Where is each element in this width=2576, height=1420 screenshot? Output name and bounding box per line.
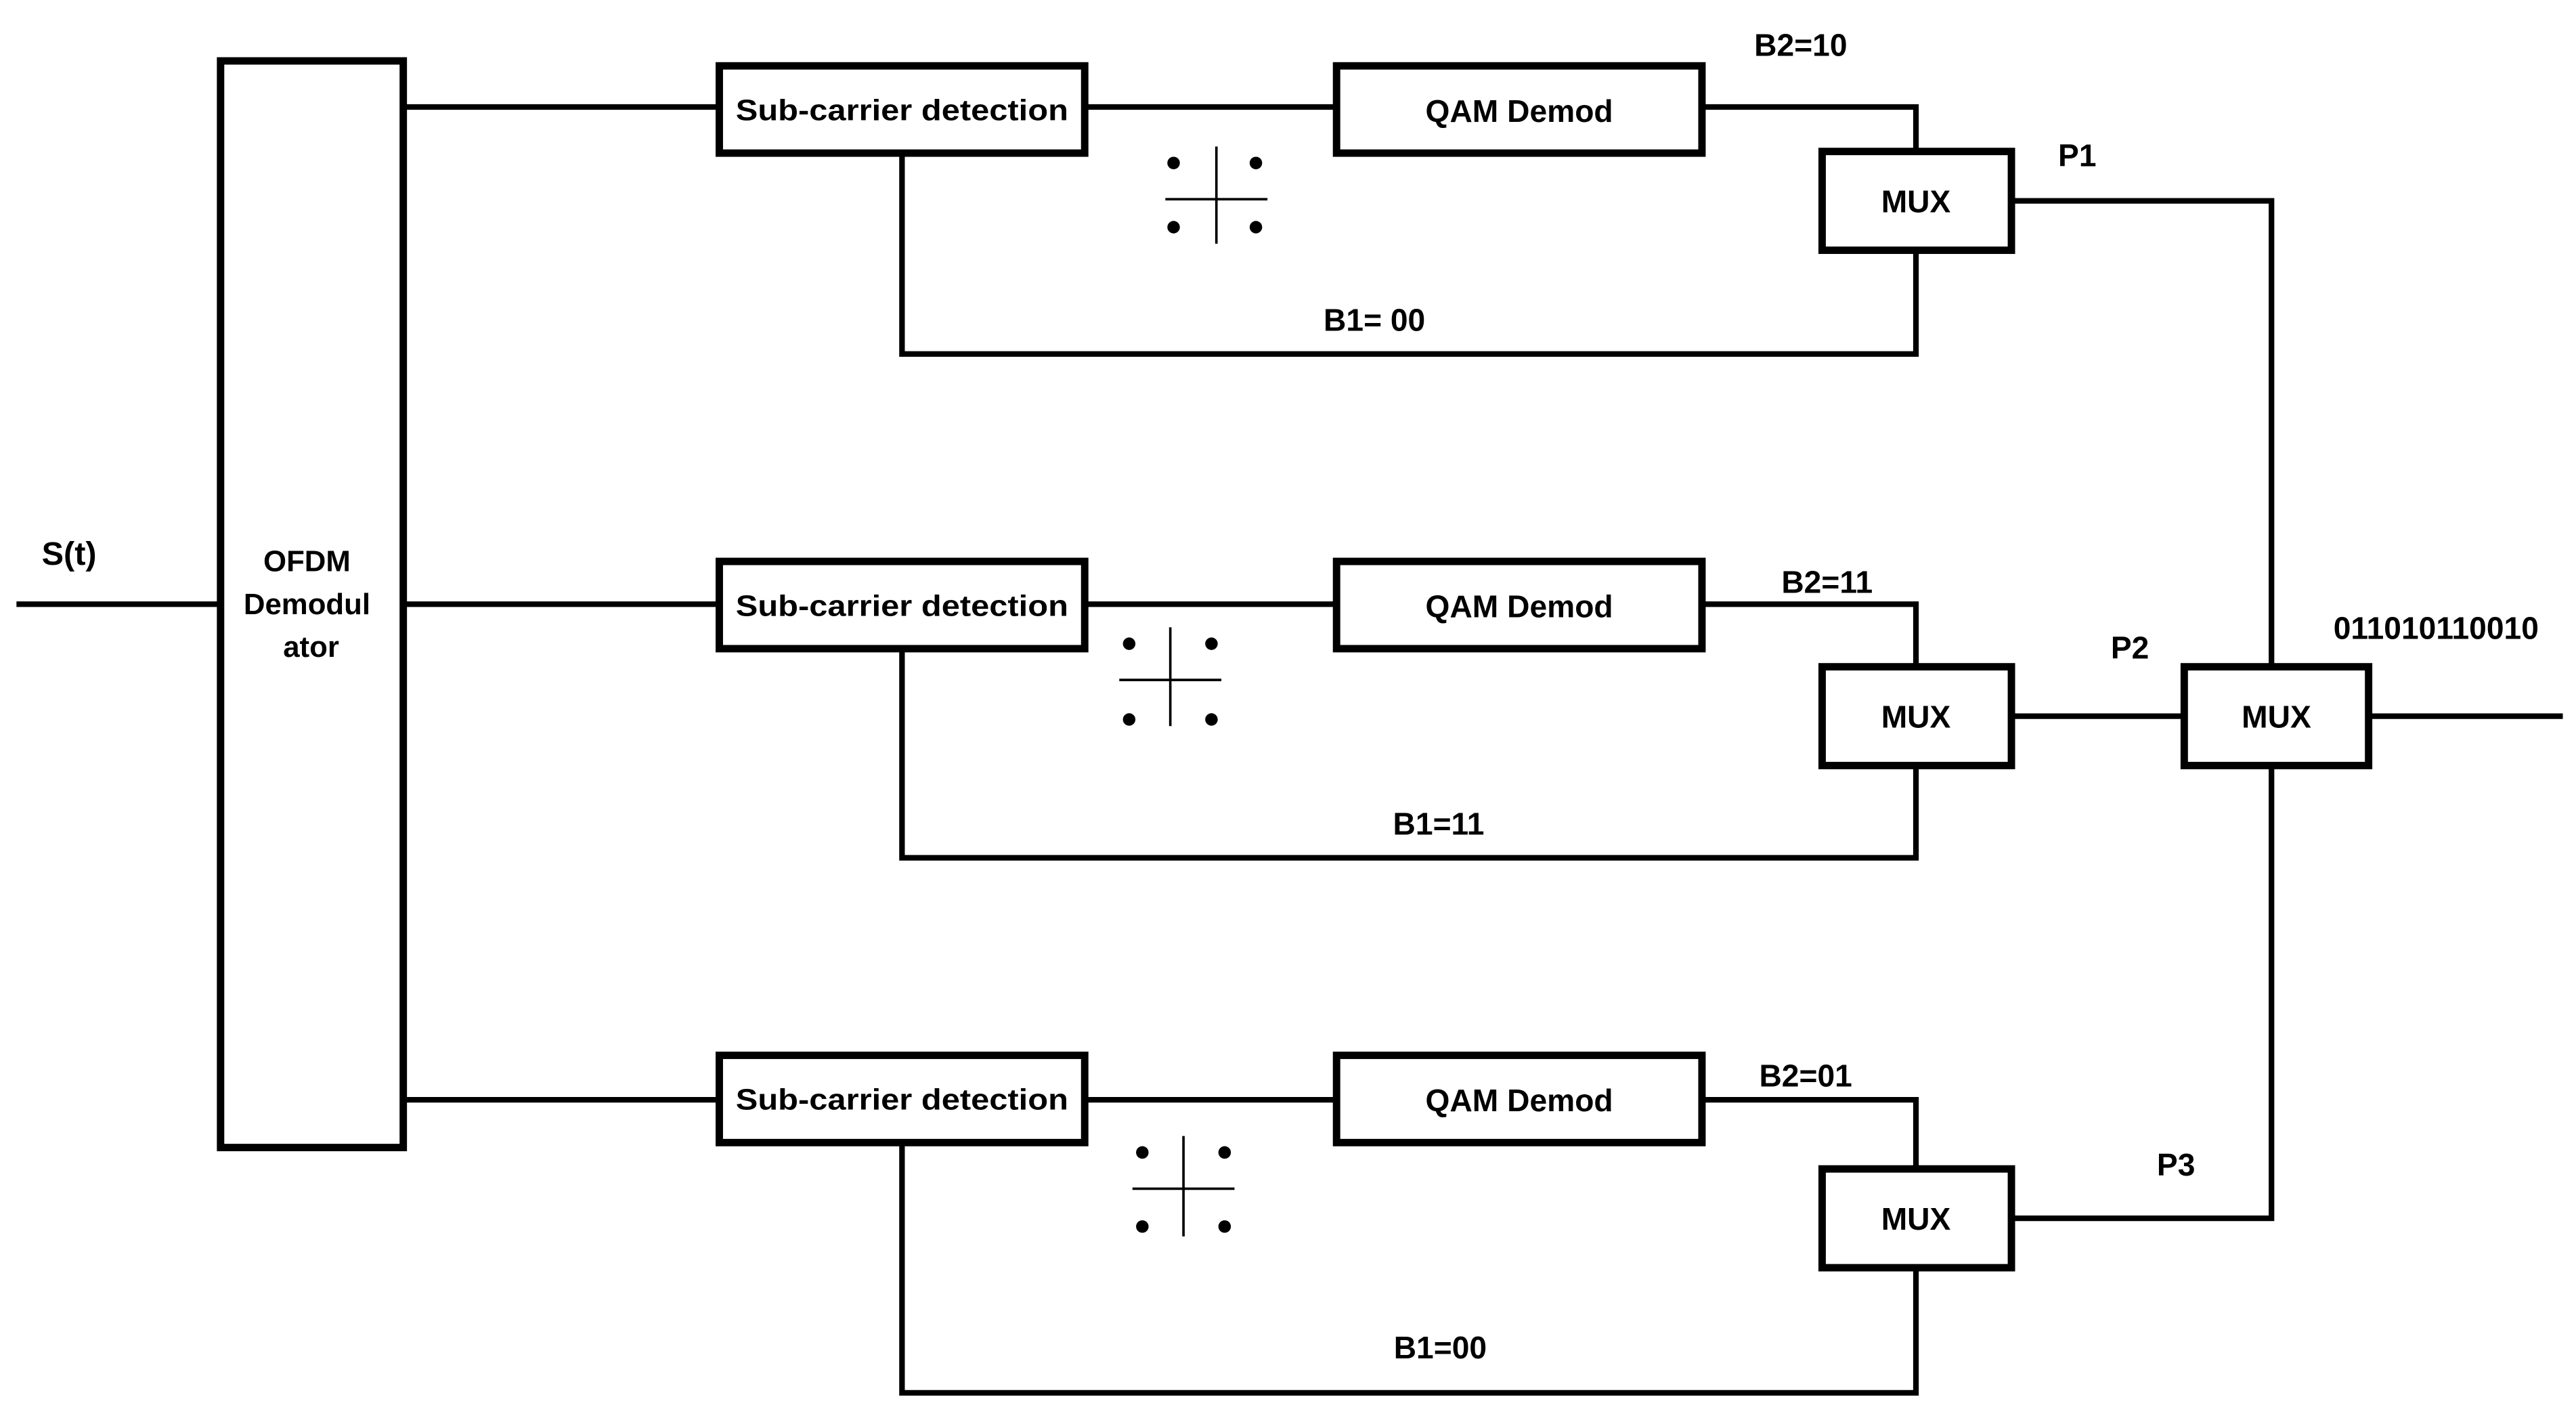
constellation-dot [1167,221,1180,234]
wire-qam-to-mux-3 [1701,1096,1919,1169]
branch-2: Sub-carrier detection QAM Demod B2=11 MU… [403,557,2185,861]
mux-label-1: MUX [1881,184,1951,219]
b2-label-3: B2=01 [1759,1058,1852,1094]
input-signal-label: S(t) [42,536,97,572]
b1-feedback-wire-2 [899,648,1919,861]
port-label-1: P1 [2058,138,2097,173]
constellation-dot [1218,1146,1231,1159]
b2-label-2: B2=11 [1781,564,1873,599]
subcarrier-detection-label-1: Sub-carrier detection [736,93,1068,127]
ofdm-label-line3: ator [283,630,339,664]
b1-label-2: B1=11 [1393,806,1485,842]
constellation-dot [1122,637,1136,650]
ofdm-label-line2: Demodul [244,588,370,621]
constellation-dot [1218,1220,1231,1233]
qam-demod-box-1 [1332,62,1706,157]
constellation-dot [1205,637,1218,650]
ofdm-label-line1: OFDM [263,545,351,578]
wire-qam-to-mux-2 [1701,601,1919,667]
qpsk-constellation-icon-3 [1132,1136,1235,1236]
qam-demod-box-3 [1332,1051,1706,1146]
qam-demod-label-1: QAM Demod [1426,93,1613,129]
constellation-dot [1136,1220,1149,1233]
constellation-dot [1205,713,1218,726]
b1-label-3: B1=00 [1394,1330,1487,1365]
output-bits-label: 011010110010 [2334,610,2539,645]
constellation-dot [1249,221,1263,234]
branch-3: Sub-carrier detection QAM Demod B2=01 MU… [403,765,2275,1396]
constellation-dot [1249,156,1263,169]
mux-label-3: MUX [1881,1201,1951,1236]
mux-box-2 [1818,663,2015,770]
p3-wire [2011,765,2275,1222]
wire-qam-to-mux-1 [1701,104,1919,152]
ofdm-demodulator-label: OFDM Demodul ator [244,545,378,664]
b1-label-1: B1= 00 [1324,303,1425,338]
final-mux-box [2180,663,2373,770]
constellation-dot [1167,156,1180,169]
constellation-dot [1122,713,1136,726]
mux-label-2: MUX [1881,700,1951,735]
p1-wire [2011,198,2275,667]
constellation-dot [1136,1146,1149,1159]
b2-label-1: B2=10 [1754,28,1847,63]
final-mux-label: MUX [2242,700,2311,735]
b1-feedback-wire-1 [899,153,1919,357]
subcarrier-detection-label-3: Sub-carrier detection [736,1083,1068,1117]
mux-box-1 [1818,148,2015,255]
qpsk-constellation-icon-1 [1165,146,1268,244]
qam-demod-label-3: QAM Demod [1426,1083,1613,1118]
b1-feedback-wire-3 [899,1142,1919,1396]
subcarrier-detection-label-2: Sub-carrier detection [736,589,1068,622]
branch-1: Sub-carrier detection QAM Demod B2=10 MU… [403,28,2275,667]
port-label-2: P2 [2111,630,2149,666]
port-label-3: P3 [2157,1147,2196,1182]
qpsk-constellation-icon-2 [1119,627,1222,727]
qam-demod-box-2 [1332,557,1706,653]
qam-demod-label-2: QAM Demod [1426,589,1613,624]
